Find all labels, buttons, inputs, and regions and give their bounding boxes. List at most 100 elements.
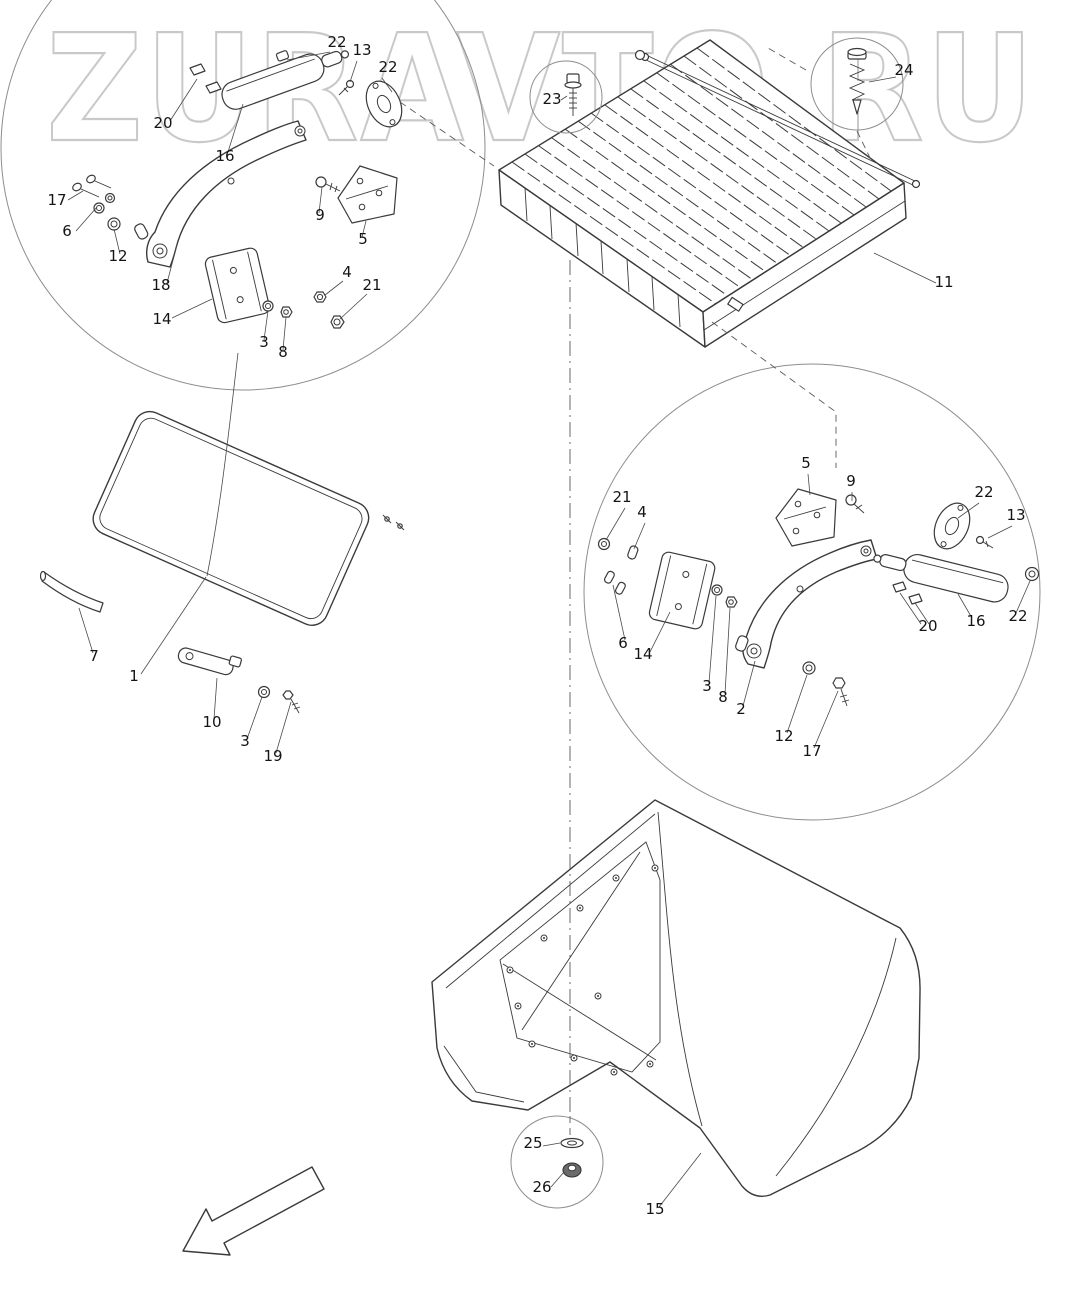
bolt-9-right <box>845 494 865 514</box>
clip-16-left <box>205 81 222 94</box>
callout-20-b: 20 <box>918 617 937 635</box>
bolt-9-left <box>315 176 341 193</box>
callout-22-b: 22 <box>378 58 397 76</box>
callout-17-b: 17 <box>802 742 821 760</box>
latch-tab <box>727 296 744 312</box>
screw-19 <box>282 690 301 714</box>
housing-rim-line <box>445 813 656 989</box>
callout-5-a: 5 <box>358 230 368 248</box>
callout-9-a: 9 <box>315 206 325 224</box>
connector-lines <box>399 47 873 1138</box>
latch-10-group <box>177 647 301 714</box>
callout-13-b: 13 <box>1006 506 1025 524</box>
callout-5-b: 5 <box>801 454 811 472</box>
callout-10: 10 <box>202 713 221 731</box>
panel-mount-reference-line <box>206 352 239 577</box>
callout-4-b: 4 <box>637 503 647 521</box>
housing-cross-braces <box>502 851 657 1061</box>
callout-24: 24 <box>894 61 913 79</box>
detail-view-25-26 <box>510 1115 604 1209</box>
bracket-plate-14-left <box>204 247 270 324</box>
bolt-13-right <box>975 535 994 549</box>
bolt-23 <box>564 73 582 116</box>
detail-view-screw-24 <box>810 37 904 131</box>
nut-26 <box>562 1162 582 1178</box>
screws-17-left <box>72 174 112 198</box>
gusset-bracket-5-left <box>337 165 398 224</box>
callout-11: 11 <box>934 273 953 291</box>
gusset-bracket-5-right <box>775 488 837 547</box>
dashed-connector-24a <box>856 130 873 163</box>
nut-21-left <box>330 315 345 329</box>
housing-inner-corner <box>443 1045 525 1103</box>
callout-6-b: 6 <box>618 634 628 652</box>
screw-24 <box>847 47 867 115</box>
housing-bolt-holes <box>506 864 659 1076</box>
callout-26: 26 <box>532 1178 551 1196</box>
gas-strut-16-left <box>221 50 350 110</box>
dashed-connector-24b <box>767 47 807 71</box>
callout-8-a: 8 <box>278 343 288 361</box>
detail-view-circle-23 <box>529 60 603 134</box>
end-fitting-22-left <box>275 50 290 62</box>
dashed-connector-flange <box>399 101 495 167</box>
callout-16-a: 16 <box>215 147 234 165</box>
latch-10 <box>177 647 242 676</box>
ring-21-right <box>597 537 611 551</box>
flat-panel-1 <box>92 352 405 626</box>
callout-21-a: 21 <box>362 276 381 294</box>
callout-22-c: 22 <box>974 483 993 501</box>
callout-21-b: 21 <box>612 488 631 506</box>
callout-9-b: 9 <box>846 472 856 490</box>
curved-arm-2 <box>735 539 878 669</box>
detail-view-circle-right <box>583 363 1041 821</box>
callout-12-b: 12 <box>774 727 793 745</box>
ring-22-right <box>1024 566 1040 582</box>
detail-view-circle-26 <box>510 1115 604 1209</box>
washer-12-right <box>802 661 816 675</box>
housing-opening <box>499 841 661 1073</box>
bolt-17-right <box>832 677 850 707</box>
clip-20-left <box>189 63 206 76</box>
dashed-connector-right-circle <box>711 321 837 468</box>
callout-8-b: 8 <box>718 688 728 706</box>
callout-13-a: 13 <box>352 41 371 59</box>
callout-17-a: 17 <box>47 191 66 209</box>
washer-25 <box>560 1137 584 1149</box>
curved-arm-18 <box>134 120 307 268</box>
callout-2: 2 <box>736 700 746 718</box>
detail-view-circle-left <box>0 0 486 391</box>
washer-3-latch <box>257 685 271 699</box>
bracket-plate-14-right <box>648 551 716 630</box>
callout-16-b: 16 <box>966 612 985 630</box>
callout-14-b: 14 <box>633 645 652 663</box>
nut-4-left <box>313 291 327 303</box>
callout-22-a: 22 <box>327 33 346 51</box>
callout-23: 23 <box>542 90 561 108</box>
callout-3-a: 3 <box>259 333 269 351</box>
housing-cowl-line <box>775 937 897 1177</box>
pin-4-right <box>627 545 639 560</box>
washer-3-left <box>262 300 274 312</box>
pins-6-right <box>603 570 626 595</box>
grille-louvers <box>511 47 892 305</box>
housing-15 <box>431 799 921 1198</box>
callout-1: 1 <box>129 667 139 685</box>
callout-14-a: 14 <box>152 310 171 328</box>
gas-strut-16-right <box>873 553 1009 603</box>
callout-12-a: 12 <box>108 247 127 265</box>
detail-view-top-left <box>0 0 486 391</box>
detail-view-right <box>583 363 1041 821</box>
callout-3-b: 3 <box>240 732 250 750</box>
direction-arrow <box>182 1166 325 1256</box>
callout-3-c: 3 <box>702 677 712 695</box>
nut-8-right <box>725 596 738 608</box>
ring-12-left <box>107 217 121 231</box>
callout-15: 15 <box>645 1200 664 1218</box>
clips-20-right <box>892 581 923 605</box>
washer-3-right <box>711 584 723 596</box>
housing-crease <box>657 811 703 1127</box>
panel-screws <box>382 514 405 531</box>
